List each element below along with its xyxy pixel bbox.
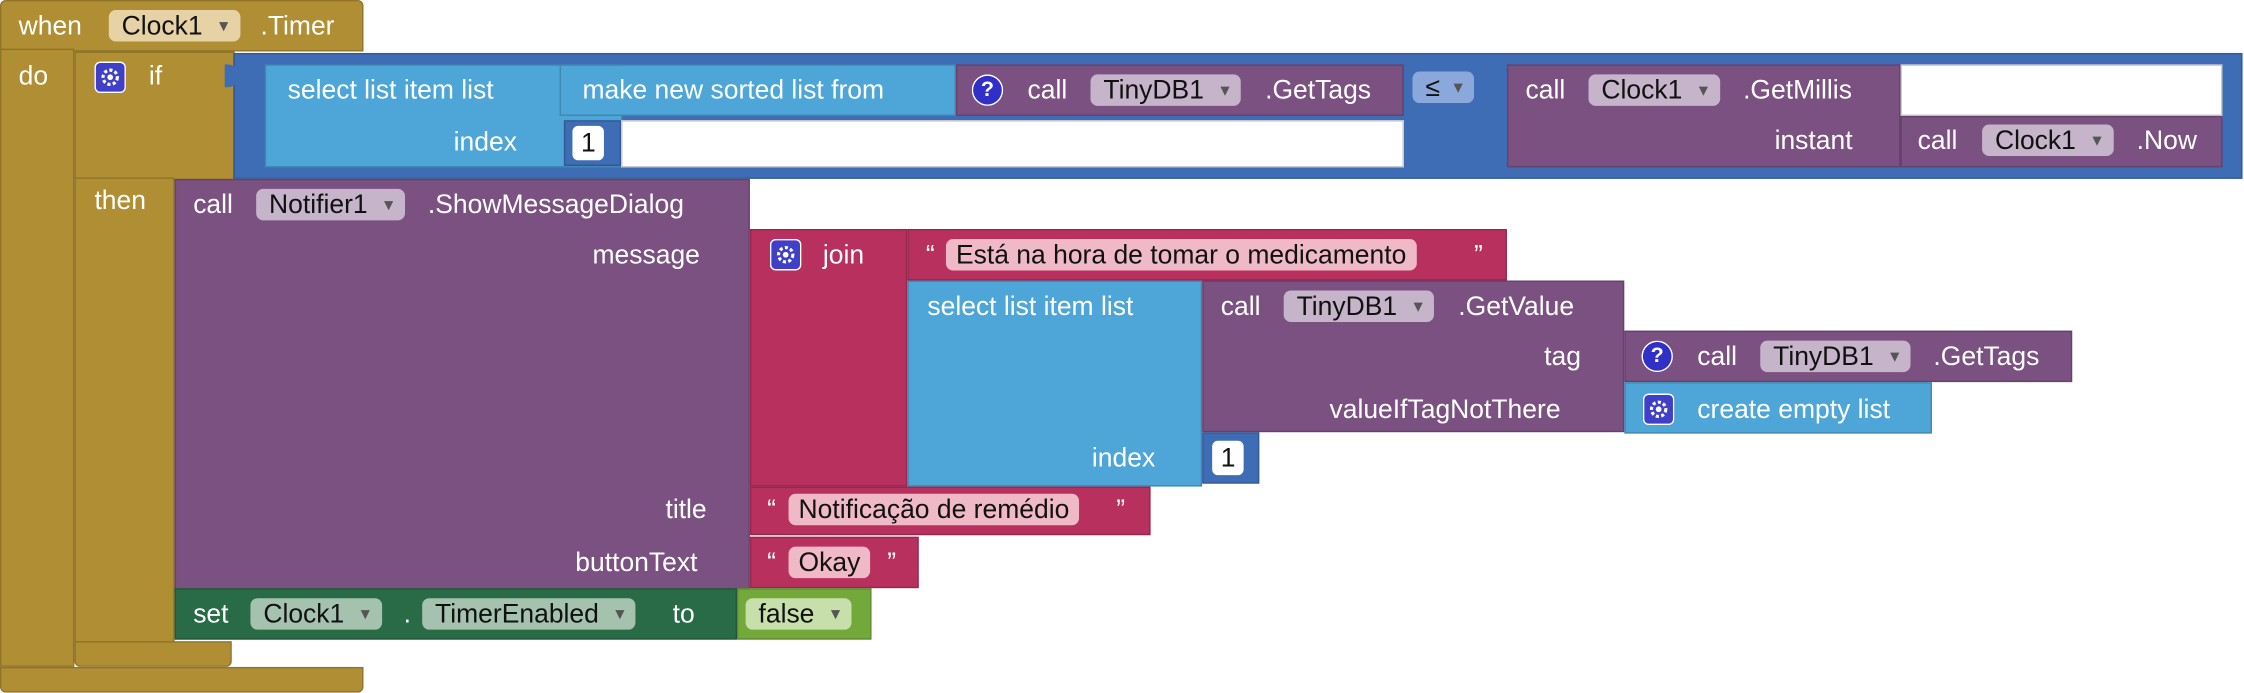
event-name: .Timer <box>260 10 335 41</box>
dialog-call-label: call <box>193 188 233 219</box>
message-label: message <box>592 238 700 270</box>
if-label: if <box>148 60 163 91</box>
value-if-tag-not-there-label: valueIfTagNotThere <box>1329 393 1561 424</box>
if-mutator-gear-icon[interactable] <box>94 61 126 94</box>
set-label: set <box>193 598 229 629</box>
now-method: .Now <box>2136 124 2197 155</box>
help-question-icon[interactable]: ? <box>971 74 1004 106</box>
button-text-label: buttonText <box>575 546 698 577</box>
title-text-value[interactable]: Notificação de remédio <box>788 493 1080 526</box>
event-component-dropdown[interactable]: Clock1 <box>108 10 240 42</box>
empty-list-label: create empty list <box>1697 393 1891 424</box>
empty-list-mutator-gear-icon[interactable] <box>1642 393 1675 426</box>
getmillis-empty-slot <box>1900 64 2223 116</box>
title-open-quote: “ <box>767 493 776 524</box>
cond-gettags-method: .GetTags <box>1265 74 1372 105</box>
sorted-list-block[interactable] <box>559 64 956 116</box>
cond-index-value[interactable]: 1 <box>572 125 605 161</box>
msg-select-list-item-label: select list item list <box>927 290 1134 321</box>
tag-method: .GetTags <box>1933 340 2040 371</box>
tag-help-question-icon[interactable]: ? <box>1641 340 1673 373</box>
event-do-bar <box>0 48 75 667</box>
tag-call-label: call <box>1697 340 1738 371</box>
join-text-value[interactable]: Está na hora de tomar o medicamento <box>945 238 1417 271</box>
show-message-dialog-block[interactable] <box>174 178 750 593</box>
title-label: title <box>665 493 707 524</box>
join-label: join <box>822 238 865 270</box>
when-label: when <box>18 10 82 41</box>
join-mutator-gear-icon[interactable] <box>769 238 802 271</box>
now-component-dropdown[interactable]: Clock1 <box>1982 124 2114 156</box>
button-text-value[interactable]: Okay <box>788 546 871 579</box>
getmillis-call-label: call <box>1525 74 1566 105</box>
cond-index-slot <box>621 120 1404 168</box>
button-close-quote: ” <box>887 546 897 577</box>
msg-index-number-block[interactable] <box>1202 432 1260 484</box>
getmillis-component-dropdown[interactable]: Clock1 <box>1588 74 1720 106</box>
dialog-component-dropdown[interactable]: Notifier1 <box>256 188 405 221</box>
set-dot: . <box>403 598 411 629</box>
join-text-open-quote: “ <box>925 238 935 270</box>
getvalue-call-label: call <box>1220 290 1261 321</box>
create-empty-list-block[interactable] <box>1624 382 1932 434</box>
if-bottom-cap <box>74 641 232 667</box>
then-label: then <box>94 184 146 215</box>
compare-operator-dropdown[interactable]: ≤ <box>1412 71 1475 104</box>
false-value-dropdown[interactable]: false <box>745 598 852 630</box>
if-then-bar <box>74 177 175 644</box>
cond-gettags-call-label: call <box>1027 74 1068 105</box>
instant-label: instant <box>1774 124 1853 155</box>
event-bottom-cap <box>0 666 364 693</box>
join-text-close-quote: ” <box>1474 238 1483 270</box>
now-call-label: call <box>1917 124 1958 155</box>
tag-label: tag <box>1544 340 1581 371</box>
cond-index-label: index <box>453 125 517 156</box>
button-open-quote: “ <box>767 546 776 577</box>
set-component-dropdown[interactable]: Clock1 <box>250 598 382 630</box>
msg-select-list-item-block[interactable] <box>907 280 1203 487</box>
do-label: do <box>18 60 49 91</box>
cond-gettags-component-dropdown[interactable]: TinyDB1 <box>1090 74 1242 106</box>
getmillis-method: .GetMillis <box>1743 74 1852 105</box>
msg-index-label: index <box>1091 442 1156 473</box>
cond-select-list-item-label: select list item list <box>287 74 494 105</box>
tag-component-dropdown[interactable]: TinyDB1 <box>1760 340 1911 373</box>
getvalue-component-dropdown[interactable]: TinyDB1 <box>1283 290 1435 322</box>
compare-connector <box>224 64 239 88</box>
set-property-dropdown[interactable]: TimerEnabled <box>422 598 637 630</box>
title-close-quote: ” <box>1116 493 1126 524</box>
getvalue-method: .GetValue <box>1458 290 1575 321</box>
msg-index-value[interactable]: 1 <box>1212 440 1245 476</box>
join-block[interactable] <box>749 228 908 487</box>
sorted-list-label: make new sorted list from <box>582 74 885 105</box>
dialog-method: .ShowMessageDialog <box>427 188 684 219</box>
to-label: to <box>672 598 695 629</box>
